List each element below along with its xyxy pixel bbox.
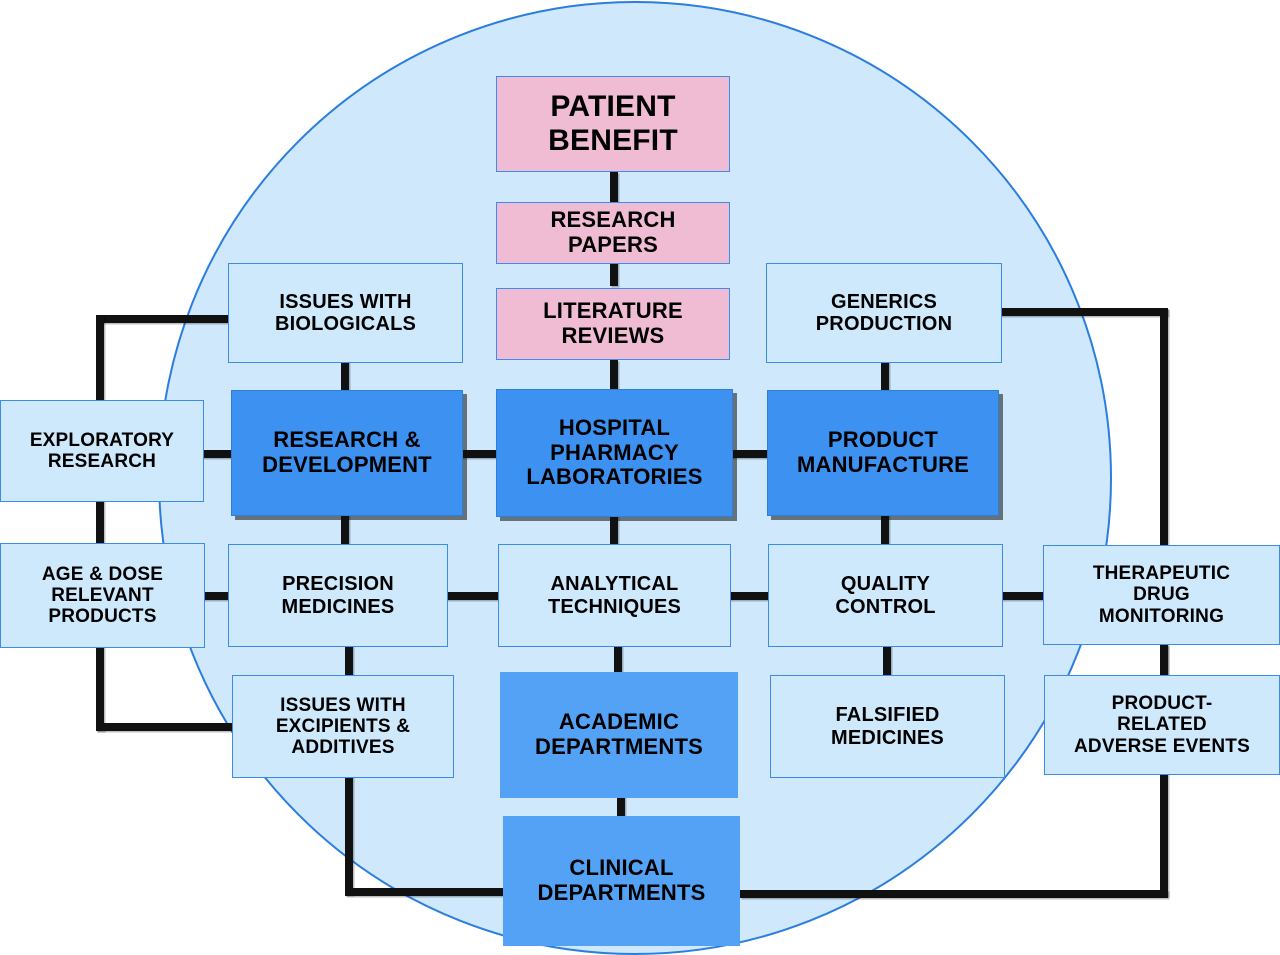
node-research-and-development-label: RESEARCH &DEVELOPMENT (262, 427, 432, 477)
connector-hospital-labs-analytical-techniques (610, 514, 618, 546)
connector-literature-reviews-hospital-labs (610, 360, 618, 392)
connector-analytical-techniques-quality-control (727, 592, 775, 600)
connector-exploratory-research-research-development (200, 450, 234, 458)
connector-analytical-techniques-academic-departments (614, 645, 622, 675)
connector-product-manufacture-quality-control (881, 514, 889, 546)
connector-issues-biologicals-research-development (341, 360, 349, 392)
connector-research-development-precision-medicines (341, 514, 349, 546)
connector-right-rail-bottom (740, 890, 1168, 898)
connector-research-development-hospital-labs (460, 450, 500, 458)
connector-right-rail-top (1000, 308, 1168, 316)
connector-bottom-left-horizontal (345, 888, 525, 896)
connector-research-papers-literature-reviews (610, 262, 618, 286)
connector-left-rail-top (96, 315, 236, 323)
connector-precision-medicines-issues-excipients (345, 645, 353, 677)
connector-quality-control-falsified-medicines (883, 645, 891, 677)
connector-generics-production-product-manufacture (881, 360, 889, 392)
connector-patient-benefit-research-papers (610, 172, 618, 206)
connector-left-rail-bottom (96, 723, 242, 731)
connector-left-rail-vertical (96, 315, 104, 731)
connector-bottom-left-vertical (345, 723, 353, 895)
connector-academic-clinical-departments (617, 795, 625, 819)
connector-hospital-labs-product-manufacture (730, 450, 770, 458)
connector-quality-control-therapeutic-drug-monitoring (1001, 592, 1047, 600)
connector-precision-medicines-analytical-techniques (444, 592, 502, 600)
node-research-and-development[interactable]: RESEARCH &DEVELOPMENT (231, 390, 463, 516)
connector-tdm-product-related-adverse-events (1160, 645, 1168, 681)
connector-age-dose-precision-medicines (200, 592, 234, 600)
